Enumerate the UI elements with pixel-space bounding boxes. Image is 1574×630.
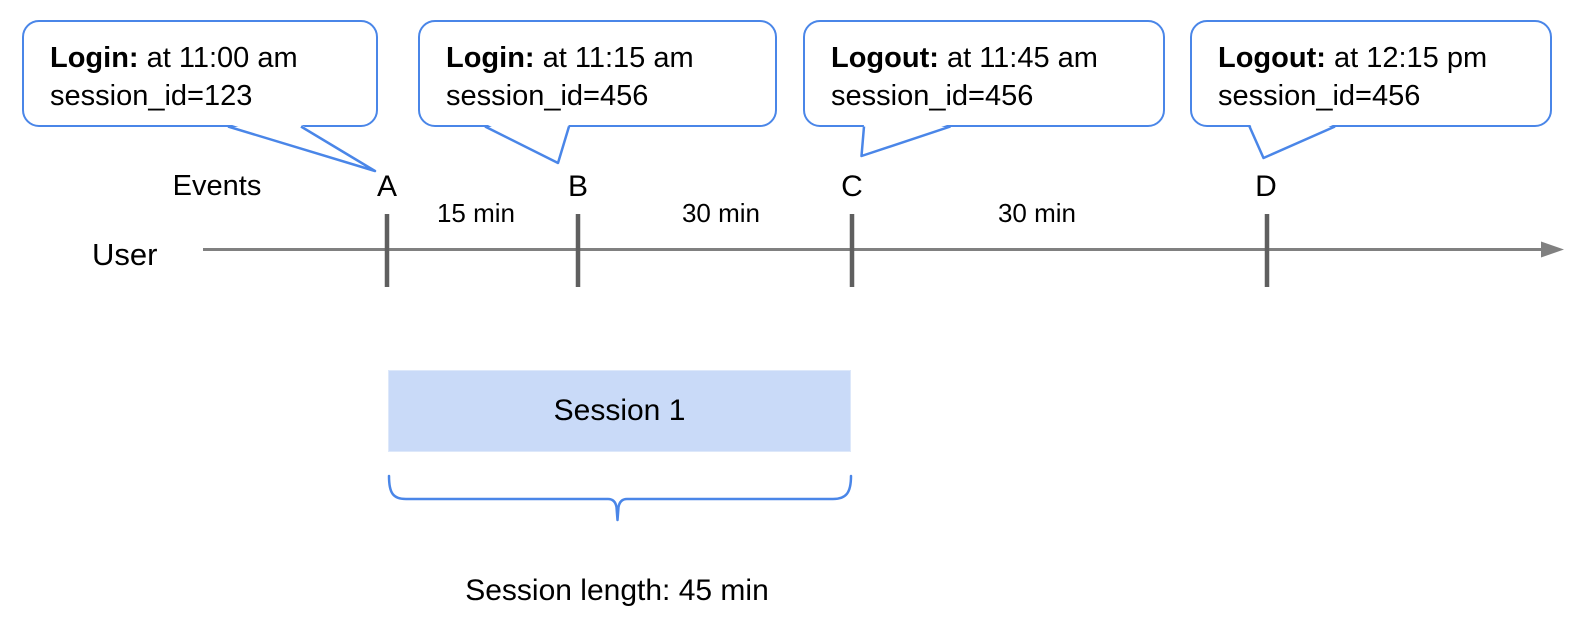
- callout-line-session-id: session_id=456: [446, 80, 649, 112]
- session-1-bar-label: Session 1: [553, 394, 686, 427]
- interval-label-b-c: 30 min: [681, 198, 761, 228]
- callout-line-event: Login: at 11:15 am: [446, 39, 775, 77]
- event-type-label: Login:: [446, 42, 535, 74]
- callout-logout-d: Logout: at 12:15 pm session_id=456: [1190, 20, 1552, 127]
- event-type-label: Login:: [50, 42, 139, 74]
- callout-line-event: Logout: at 12:15 pm: [1218, 39, 1550, 77]
- callout-line-event: Login: at 11:00 am: [50, 39, 376, 77]
- interval-label-a-b: 15 min: [436, 198, 516, 228]
- marker-label-b: B: [567, 170, 588, 203]
- callout-tail-c: [860, 124, 951, 158]
- marker-label-a: A: [376, 170, 397, 203]
- session-length-brace: [387, 474, 853, 522]
- event-time-label: at 12:15 pm: [1333, 42, 1488, 74]
- callout-tail-d: [1248, 124, 1336, 160]
- marker-label-d: D: [1255, 170, 1277, 203]
- interval-label-c-d: 30 min: [997, 198, 1077, 228]
- callout-line-session-id: session_id=456: [831, 80, 1034, 112]
- callout-tail-a: [227, 124, 377, 173]
- events-row-label: Events: [172, 170, 262, 202]
- callout-login-b: Login: at 11:15 am session_id=456: [418, 20, 777, 127]
- callout-line-session-id: session_id=456: [1218, 80, 1421, 112]
- callout-login-a: Login: at 11:00 am session_id=123: [22, 20, 378, 127]
- user-row-label: User: [92, 237, 158, 272]
- callout-line-event: Logout: at 11:45 am: [831, 39, 1163, 77]
- event-type-label: Logout:: [831, 42, 939, 74]
- event-time-label: at 11:15 am: [542, 42, 694, 74]
- timeline-arrowhead-icon: [1541, 241, 1564, 258]
- marker-label-c: C: [841, 170, 863, 203]
- event-time-label: at 11:00 am: [146, 42, 298, 74]
- session-1-bar: Session 1: [388, 370, 851, 452]
- callout-line-session-id: session_id=123: [50, 80, 253, 112]
- session-length-label: Session length: 45 min: [465, 574, 769, 607]
- callout-tail-b: [484, 124, 571, 165]
- callout-logout-c: Logout: at 11:45 am session_id=456: [803, 20, 1165, 127]
- event-time-label: at 11:45 am: [946, 42, 1098, 74]
- event-type-label: Logout:: [1218, 42, 1326, 74]
